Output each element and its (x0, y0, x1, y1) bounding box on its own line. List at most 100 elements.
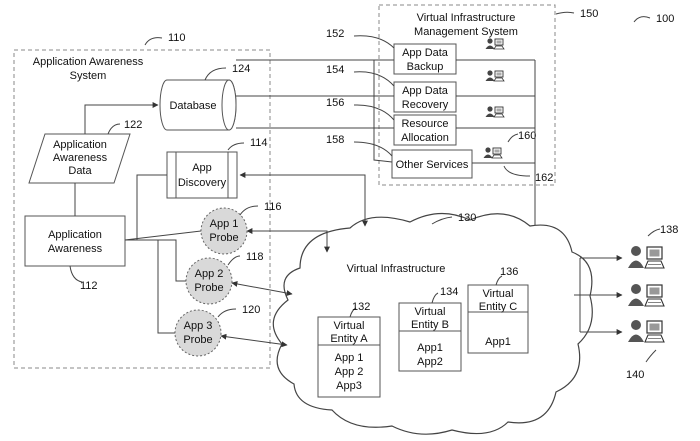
vim-title-2: Management System (414, 26, 518, 38)
service-other-services: Other Services (391, 149, 473, 179)
virtual-entity-a: Virtual Entity A App 1 App 2 App3 (317, 316, 381, 398)
ref-130-leader (431, 216, 453, 225)
svg-text:App Data: App Data (402, 47, 449, 59)
svg-text:Virtual: Virtual (483, 288, 514, 300)
ref-110-leader (144, 37, 163, 46)
app-awareness-data: Application Awareness Data (28, 133, 131, 184)
svg-text:Application: Application (53, 139, 107, 151)
ref-162-leader (503, 165, 531, 177)
svg-text:App 1: App 1 (210, 218, 239, 230)
ref-116: 116 (264, 201, 282, 213)
svg-text:App: App (192, 162, 212, 174)
ref-156-leader (353, 104, 395, 121)
ref-136-leader (495, 275, 503, 286)
svg-text:Discovery: Discovery (178, 177, 227, 189)
svg-text:App 2: App 2 (195, 268, 224, 280)
database-label: Database (169, 100, 216, 112)
ref-112-leader (69, 265, 83, 283)
client-connections (574, 255, 623, 335)
ref-154-leader (353, 71, 395, 87)
app-awareness-system-title-2: System (70, 70, 107, 82)
virtual-infrastructure-label: Virtual Infrastructure (347, 263, 446, 275)
user-computer-icon (627, 319, 665, 343)
svg-text:Other Services: Other Services (396, 159, 469, 171)
svg-text:Application: Application (48, 229, 102, 241)
vim-title-1: Virtual Infrastructure (417, 12, 516, 24)
ref-110: 110 (168, 32, 186, 44)
ref-118: 118 (246, 251, 264, 263)
svg-text:Backup: Backup (407, 61, 444, 73)
svg-text:Recovery: Recovery (402, 99, 449, 111)
svg-text:App1: App1 (485, 336, 511, 348)
svg-text:Probe: Probe (183, 334, 212, 346)
ref-158-leader (353, 141, 393, 157)
ref-150-leader (555, 11, 575, 15)
svg-text:Resource: Resource (401, 118, 448, 130)
ref-154: 154 (326, 64, 344, 76)
ref-130: 130 (458, 212, 476, 224)
svg-text:App 2: App 2 (335, 366, 364, 378)
svg-text:Probe: Probe (209, 232, 238, 244)
app-awareness: Application Awareness (24, 215, 126, 267)
svg-text:Allocation: Allocation (401, 132, 449, 144)
ref-150: 150 (580, 8, 598, 20)
user-workstation-icon (485, 37, 505, 50)
ref-152-leader (353, 35, 395, 49)
user-computer-icon (627, 245, 665, 269)
svg-text:App 1: App 1 (335, 352, 364, 364)
ref-114: 114 (250, 137, 268, 149)
ref-100-leader (633, 16, 651, 23)
probe-app2: App 2 Probe (185, 257, 233, 305)
ref-160-leader (507, 133, 519, 143)
probe-app3: App 3 Probe (174, 309, 222, 357)
user-computer-icon (627, 283, 665, 307)
ref-120: 120 (242, 304, 260, 316)
ref-160: 160 (518, 130, 536, 142)
ref-114-leader (227, 142, 245, 151)
internal-connections (74, 102, 202, 334)
svg-text:Virtual: Virtual (415, 306, 446, 318)
svg-text:Entity A: Entity A (330, 333, 368, 345)
app-awareness-system-title-1: Application Awareness (33, 56, 144, 68)
db-to-vim-connections (236, 59, 538, 257)
service-app-data-recovery: App Data Recovery (393, 81, 457, 113)
svg-text:App2: App2 (417, 356, 443, 368)
user-workstation-icon (483, 146, 503, 159)
ref-158: 158 (326, 134, 344, 146)
svg-text:App3: App3 (336, 380, 362, 392)
ref-152: 152 (326, 28, 344, 40)
ref-156: 156 (326, 97, 344, 109)
svg-text:Entity C: Entity C (479, 301, 518, 313)
user-workstation-icon (485, 105, 505, 118)
ref-138: 138 (660, 224, 678, 236)
ref-118-leader (227, 255, 241, 266)
svg-text:App1: App1 (417, 342, 443, 354)
vim-system-container (378, 4, 556, 186)
ref-122-leader (107, 123, 121, 135)
svg-text:Entity B: Entity B (411, 319, 449, 331)
svg-text:Data: Data (68, 165, 92, 177)
ref-132-leader (349, 307, 357, 318)
ref-138-leader (647, 228, 661, 237)
svg-text:Probe: Probe (194, 282, 223, 294)
ref-124-leader (204, 67, 227, 81)
ref-140-leader (645, 349, 657, 363)
svg-text:Awareness: Awareness (48, 243, 103, 255)
ref-100: 100 (656, 13, 674, 25)
virtual-entity-b: Virtual Entity B App1 App2 (398, 302, 462, 372)
system-to-infra-arrows (220, 172, 368, 348)
ref-132: 132 (352, 301, 370, 313)
app-discovery: App Discovery (166, 151, 238, 199)
ref-136: 136 (500, 266, 518, 278)
ref-120-leader (217, 308, 237, 318)
svg-text:App Data: App Data (402, 85, 449, 97)
ref-134: 134 (440, 286, 458, 298)
database: Database (159, 79, 237, 131)
ref-162: 162 (535, 172, 553, 184)
ref-112: 112 (80, 280, 98, 292)
ref-140: 140 (626, 369, 644, 381)
svg-text:App 3: App 3 (184, 320, 213, 332)
virtual-entity-c: Virtual Entity C App1 (467, 284, 529, 354)
service-app-data-backup: App Data Backup (393, 43, 457, 75)
